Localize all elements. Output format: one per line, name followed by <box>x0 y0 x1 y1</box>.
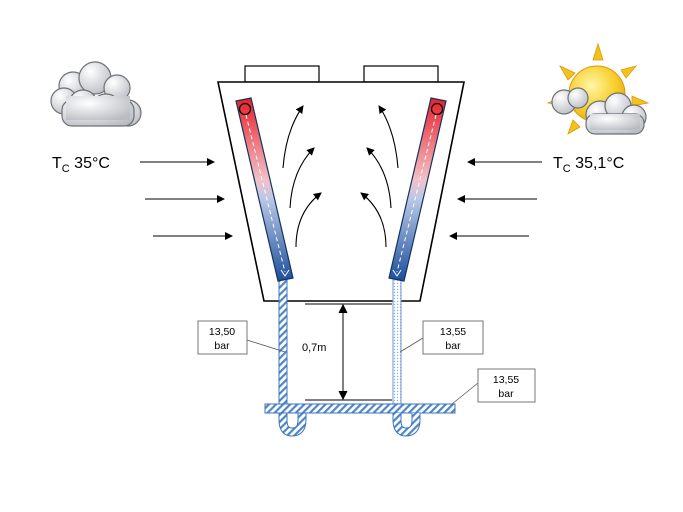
left-temperature-label: TC 35°C <box>52 155 110 175</box>
sun-cloud-icon <box>546 42 650 135</box>
coil-tube-left <box>235 97 294 282</box>
pressure-unit: bar <box>445 340 461 352</box>
pressure-value: 13,50 <box>209 326 235 338</box>
airflow-arrows <box>282 105 399 248</box>
fan-housing-left <box>244 65 320 83</box>
pressure-unit: bar <box>498 388 514 400</box>
height-label: 0,7m <box>302 342 326 354</box>
pressure-value: 13,55 <box>440 326 466 338</box>
cloud-icon <box>50 61 142 127</box>
fan-housing-right <box>363 65 439 83</box>
pressure-value: 13,55 <box>493 374 519 386</box>
coil-tube-right <box>388 97 447 282</box>
incoming-air-arrows <box>140 158 542 240</box>
pressure-unit: bar <box>214 340 230 352</box>
pressure-box-left: 13,50 bar <box>197 320 286 355</box>
pipe-network <box>264 277 456 437</box>
right-temperature-label: TC 35,1°C <box>553 155 624 175</box>
pressure-box-header: 13,55 bar <box>451 368 536 405</box>
height-dimension <box>305 303 392 401</box>
pressure-box-right: 13,55 bar <box>399 320 484 355</box>
